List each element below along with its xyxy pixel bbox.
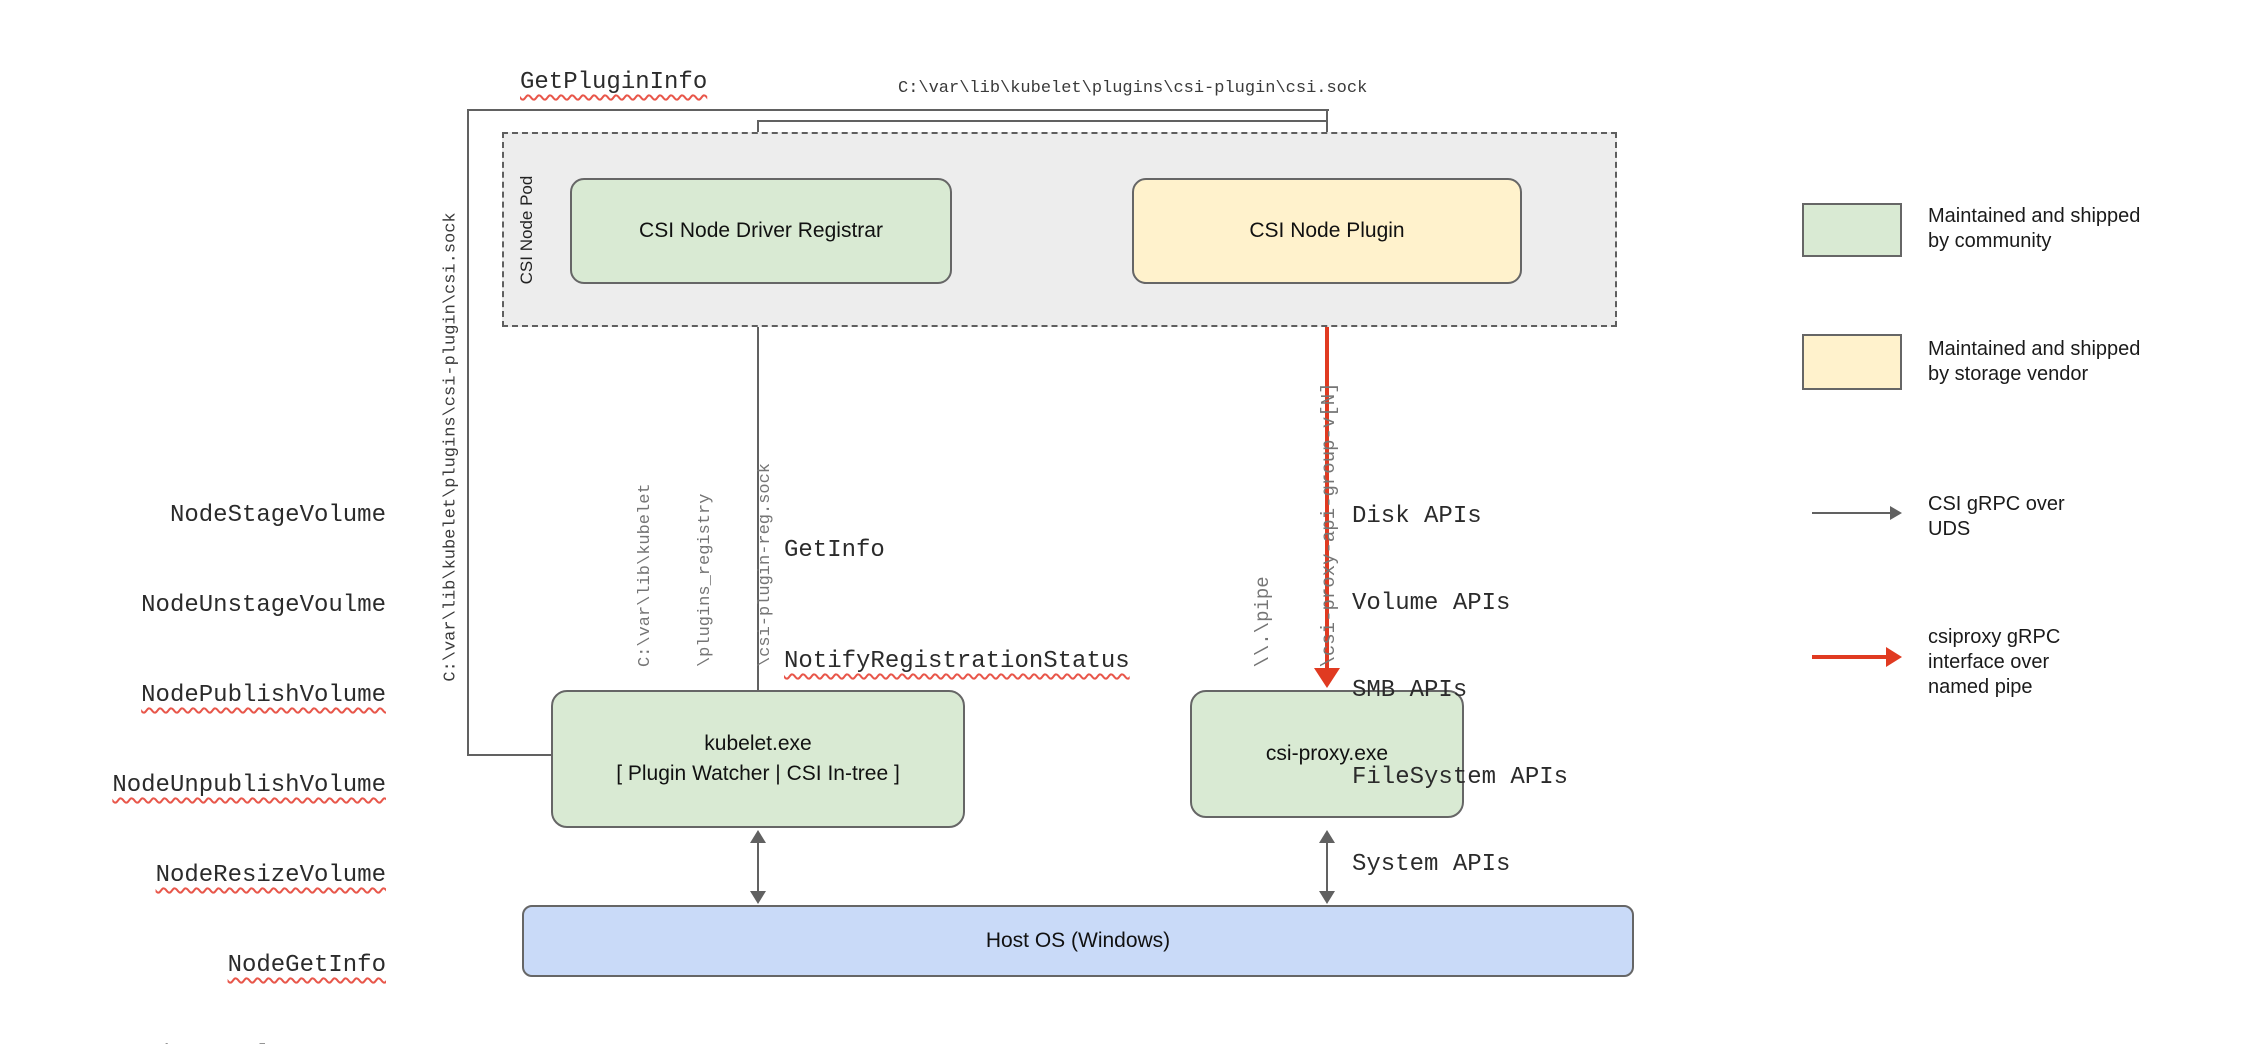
csi-node-driver-registrar-box: CSI Node Driver Registrar [570,178,952,284]
connector-csiproxy-hostos [1326,843,1328,892]
csi-sock-path-vertical-label: C:\var\lib\kubelet\plugins\csi-plugin\cs… [441,212,461,682]
legend-namedpipe-line: named pipe [1928,676,2033,698]
legend-namedpipe-arrowhead-icon [1886,647,1902,667]
kubelet-label: kubelet.exe [704,732,812,755]
legend-uds-line: UDS [1928,518,1971,540]
notify-registration-status-label: NotifyRegistrationStatus [784,648,1130,675]
csi-proxy-label: csi-proxy.exe [1265,742,1389,765]
connector-left-vertical [467,109,469,756]
api-item: FileSystem APIs [1352,764,1569,791]
api-item: System APIs [1352,851,1511,878]
node-rpc-call-list: NodeStageVolume NodeUnstageVoulme NodePu… [60,441,386,1044]
connector-top-horizontal [467,109,1329,111]
csi-node-plugin-box: CSI Node Plugin [1132,178,1522,284]
registry-sock-line: \csi-plugin-reg.sock [756,462,775,668]
registry-sock-path-label: C:\var\lib\kubelet \plugins_registry \cs… [596,463,816,667]
arrowhead-up-csiproxy-icon [1319,830,1335,843]
legend-namedpipe-line: interface over [1928,651,2050,673]
csi-node-driver-registrar-label: CSI Node Driver Registrar [639,219,883,242]
csi-node-plugin-label: CSI Node Plugin [1249,219,1405,242]
legend-uds-line: CSI gRPC over [1928,493,2065,515]
arrowhead-red-into-csiproxy-icon [1314,668,1340,688]
csi-node-pod-label: CSI Node Pod [517,175,536,285]
get-plugin-info-label: GetPluginInfo [520,69,708,96]
arrowhead-up-kubelet-icon [750,830,766,843]
host-os-box: Host OS (Windows) [522,905,1634,977]
connector-registrar-horizontal [757,120,1328,122]
host-os-label: Host OS (Windows) [985,929,1171,952]
csi-proxy-api-list: Disk APIs Volume APIs SMB APIs FileSyste… [1352,444,1568,937]
connector-plugin-csiproxy-red [1325,284,1329,670]
node-rpc-call: NodeUnpublishVolume [112,772,386,799]
legend-namedpipe-arrow-icon [1812,655,1890,659]
legend-uds-text: CSI gRPC over UDS [1928,492,2065,542]
legend-uds-arrow-icon [1812,512,1892,514]
named-pipe-line: \csi-proxy-api-group-v[N] [1318,382,1340,668]
connector-kubelet-hostos [757,843,759,892]
legend-community-swatch [1802,203,1902,257]
legend-namedpipe-text: csiproxy gRPC interface over named pipe [1928,625,2060,700]
kubelet-box: kubelet.exe [ Plugin Watcher | CSI In-tr… [551,690,965,828]
registration-rpc-labels: GetInfo NotifyRegistrationStatus [784,458,1130,754]
connector-kubelet-registrar [757,298,759,690]
node-rpc-call: NodeUnstageVoulme [141,592,386,619]
node-rpc-call: NodeGetVolumeStats [60,1041,386,1044]
node-rpc-call: NodeStageVolume [169,502,386,529]
legend-community-line: Maintained and shipped [1928,205,2141,227]
legend-namedpipe-line: csiproxy gRPC [1928,626,2061,648]
legend-community-line: by community [1928,230,2052,252]
csi-proxy-box: csi-proxy.exe [1190,690,1464,818]
node-rpc-call: NodeGetInfo [227,952,386,979]
named-pipe-path-label: \\.\pipe \csi-proxy-api-group-v[N] [1208,382,1384,667]
connector-kubelet-left [468,754,552,756]
legend-vendor-line: by storage vendor [1928,363,2089,385]
registry-sock-line: \plugins_registry [696,493,715,668]
named-pipe-line: \\.\pipe [1252,576,1274,668]
arrowhead-down-hostos-left-icon [750,891,766,904]
api-item: Volume APIs [1352,590,1511,617]
api-item: SMB APIs [1352,677,1468,704]
node-rpc-call: NodeResizeVolume [155,862,386,889]
legend-vendor-line: Maintained and shipped [1928,338,2141,360]
legend-vendor-text: Maintained and shipped by storage vendor [1928,337,2140,387]
legend-vendor-swatch [1802,334,1902,390]
legend-uds-arrowhead-icon [1890,506,1902,520]
registry-sock-line: C:\var\lib\kubelet [636,483,655,668]
csi-sock-path-top-label: C:\var\lib\kubelet\plugins\csi-plugin\cs… [898,79,1368,98]
get-info-label: GetInfo [784,537,885,564]
arrowhead-down-hostos-right-icon [1319,891,1335,904]
legend-community-text: Maintained and shipped by community [1928,204,2140,254]
node-rpc-call: NodePublishVolume [141,682,386,709]
kubelet-sublabel: [ Plugin Watcher | CSI In-tree ] [616,762,900,785]
api-item: Disk APIs [1352,503,1482,530]
